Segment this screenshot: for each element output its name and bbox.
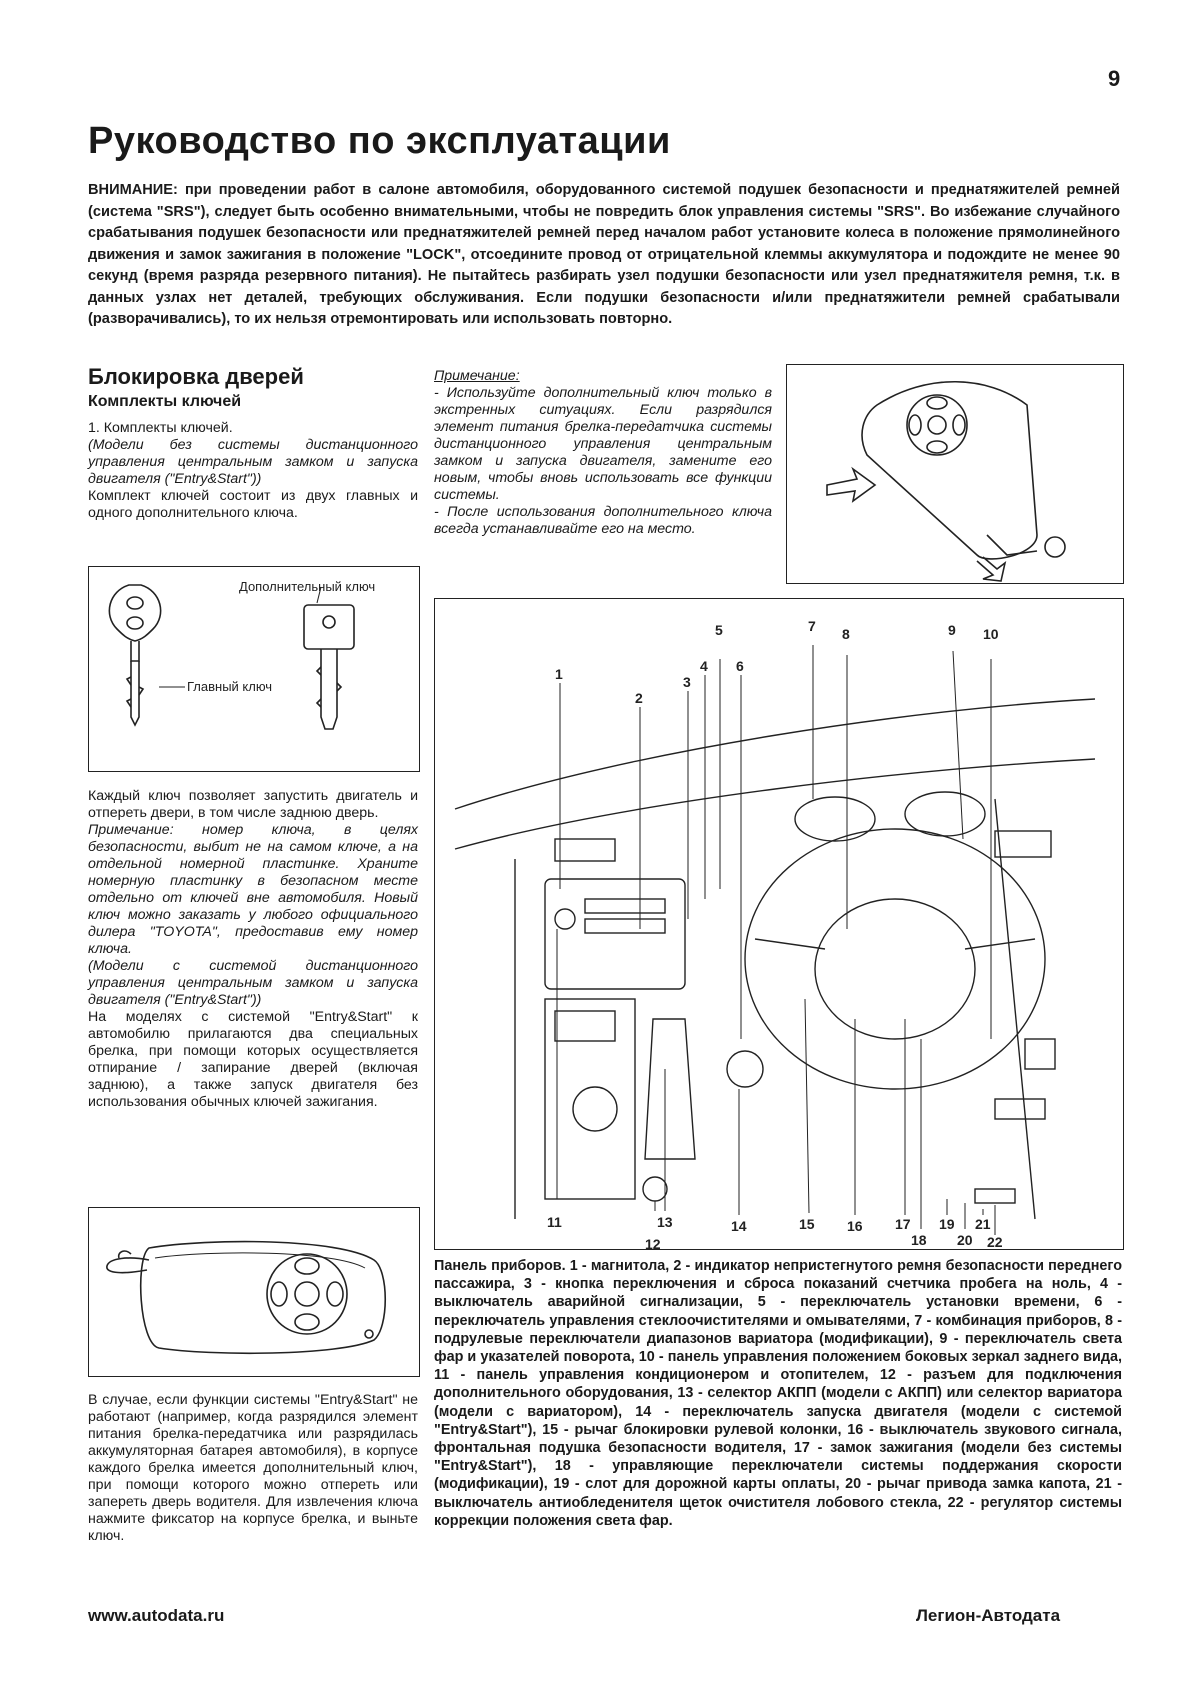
key-ring-icon (106, 1257, 150, 1274)
callout-numbers: 1 2 3 4 5 6 7 8 9 10 11 12 13 14 15 16 1… (547, 618, 1003, 1249)
callout-20: 20 (957, 1232, 973, 1248)
dashboard-figure: 1 2 3 4 5 6 7 8 9 10 11 12 13 14 15 16 1… (434, 598, 1124, 1250)
gear-selector-icon (644, 1018, 696, 1160)
callout-6: 6 (736, 658, 744, 674)
callout-4: 4 (700, 658, 708, 674)
climate-panel-icon (544, 998, 636, 1200)
paragraph-each-key: Каждый ключ позволяет запустить двигател… (88, 788, 418, 821)
aux-socket-icon (642, 1176, 668, 1202)
head-unit-icon (544, 878, 686, 990)
note-column: Примечание: - Используйте дополнительный… (434, 368, 772, 538)
ignition-icon (726, 1050, 764, 1088)
note-heading: Примечание: (434, 368, 520, 384)
callout-16: 16 (847, 1218, 863, 1234)
steering-wheel-icon (744, 828, 1046, 1090)
callout-19: 19 (939, 1216, 955, 1232)
callout-3: 3 (683, 674, 691, 690)
aux-key-blade-icon (320, 649, 338, 730)
page-title: Руководство по эксплуатации (88, 120, 671, 162)
callout-2: 2 (635, 690, 643, 706)
section-title: Блокировка дверей (88, 364, 304, 389)
callout-13: 13 (657, 1214, 673, 1230)
main-key-head-icon (108, 584, 162, 642)
paragraph-entry-start: На моделях с системой "Entry&Start" к ав… (88, 1009, 418, 1110)
callout-1: 1 (555, 666, 563, 682)
note-paragraph-1: - Используйте дополнительный ключ только… (434, 385, 772, 503)
paragraph-key-sets: 1. Комплекты ключей. (88, 420, 233, 436)
fob-extraction-illustration (826, 380, 1066, 582)
callout-15: 15 (799, 1216, 815, 1232)
keys-figure: Дополнительный ключ Главный ключ (88, 566, 420, 772)
leader-lines (556, 645, 996, 1235)
page-number: 9 (1108, 66, 1121, 91)
main-key-label: Главный ключ (187, 679, 272, 694)
warning-text: при проведении работ в салоне автомобиля… (88, 182, 1120, 327)
callout-21: 21 (975, 1216, 991, 1232)
aux-key-blade-icon (986, 534, 1038, 556)
paragraph-key-set-content: Комплект ключей состоит из двух главных … (88, 488, 418, 521)
callout-11: 11 (547, 1214, 562, 1230)
dashboard-illustration: 1 2 3 4 5 6 7 8 9 10 11 12 13 14 15 16 1… (454, 618, 1096, 1249)
left-column-intro: 1. Комплекты ключей. (Модели без системы… (88, 420, 418, 522)
warning-lead: ВНИМАНИЕ: (88, 182, 178, 198)
paragraph-models-with: (Модели с системой дистанционного управл… (88, 958, 418, 1008)
smart-key-fob-icon (139, 1240, 387, 1355)
callout-22: 22 (987, 1234, 1003, 1249)
callout-9: 9 (948, 622, 956, 638)
aux-key-label: Дополнительный ключ (239, 579, 375, 594)
keys-illustration: Дополнительный ключ Главный ключ (108, 579, 375, 730)
left-column-middle: Каждый ключ позволяет запустить двигател… (88, 788, 418, 1111)
fob-figure (88, 1207, 420, 1377)
key-ring-icon (1044, 536, 1066, 558)
fob-illustration (106, 1240, 387, 1355)
footer-website: www.autodata.ru (88, 1606, 225, 1625)
aux-key-head-icon (303, 604, 355, 650)
footer-publisher: Легион-Автодата (916, 1606, 1061, 1625)
callout-5: 5 (715, 622, 723, 638)
subsection-title: Комплекты ключей (88, 393, 242, 410)
push-arrow-icon (826, 466, 877, 503)
main-key-blade-icon (130, 661, 140, 727)
warning-block: ВНИМАНИЕ: при проведении работ в салоне … (88, 180, 1120, 331)
fob-extraction-figure (786, 364, 1124, 584)
paragraph-key-number-note: Примечание: номер ключа, в целях безопас… (88, 822, 418, 957)
left-column-bottom: В случае, если функции системы "Entry&St… (88, 1392, 418, 1545)
paragraph-fallback-key: В случае, если функции системы "Entry&St… (88, 1392, 418, 1544)
callout-18: 18 (911, 1232, 927, 1248)
callout-12: 12 (645, 1236, 661, 1249)
smart-key-fob-icon (861, 380, 1038, 560)
note-paragraph-2: - После использования дополнительного кл… (434, 504, 772, 537)
paragraph-models-without: (Модели без системы дистанционного управ… (88, 437, 418, 487)
callout-7: 7 (808, 618, 816, 634)
dashboard-caption: Панель приборов. 1 - магнитола, 2 - инди… (434, 1258, 1122, 1529)
callout-14: 14 (731, 1218, 747, 1234)
callout-10: 10 (983, 626, 999, 642)
callout-17: 17 (895, 1216, 911, 1232)
callout-8: 8 (842, 626, 850, 642)
gauge-icon (794, 796, 876, 842)
pull-arrow-icon (976, 556, 1007, 582)
